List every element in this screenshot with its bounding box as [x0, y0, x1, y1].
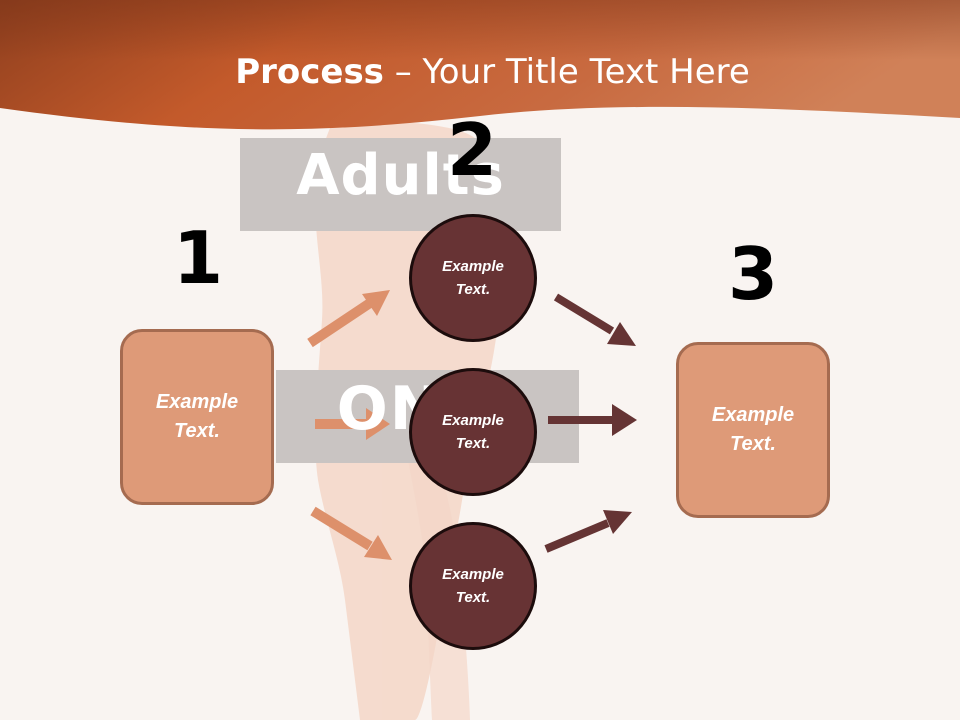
process-circle-2[interactable]: Example Text. [409, 368, 537, 496]
title-bold: Process [235, 52, 384, 92]
arrow-start-to-circle-3 [310, 506, 392, 560]
step-number-3: 3 [727, 232, 779, 316]
circle-1-label: Example Text. [442, 258, 504, 298]
start-box[interactable]: Example Text. [120, 329, 274, 505]
process-circle-1[interactable]: Example Text. [409, 214, 537, 342]
step-number-2: 2 [446, 108, 498, 192]
arrow-start-to-circle-2 [315, 408, 390, 440]
step-number-1: 1 [172, 216, 224, 300]
arrow-circle-2-to-end [548, 404, 637, 436]
watermark-top-text: Adults [296, 143, 505, 208]
circle-3-label: Example Text. [442, 566, 504, 606]
end-box-label: Example Text. [711, 404, 795, 455]
end-box[interactable]: Example Text. [676, 342, 830, 518]
process-circle-3[interactable]: Example Text. [409, 522, 537, 650]
title-rest: – Your Title Text Here [383, 52, 750, 92]
start-box-label: Example Text. [155, 391, 239, 442]
circle-2-label: Example Text. [442, 412, 504, 452]
slide-title: Process – Your Title Text Here [0, 52, 960, 92]
arrow-start-to-circle-1 [307, 290, 390, 348]
arrow-circle-3-to-end [544, 510, 632, 553]
arrow-circle-1-to-end [553, 293, 636, 346]
